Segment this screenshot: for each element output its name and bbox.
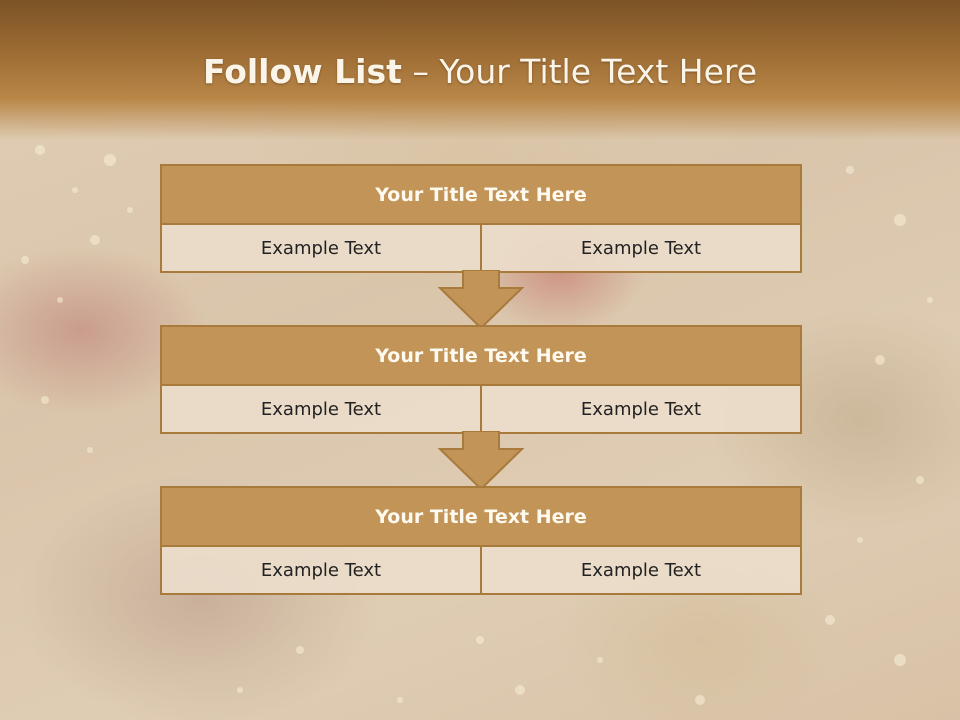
step-cell-left: Example Text (162, 386, 480, 432)
down-arrow-icon (438, 270, 524, 330)
header-band (0, 0, 960, 140)
slide-title: Follow List – Your Title Text Here (0, 52, 960, 91)
down-arrow-icon (438, 431, 524, 491)
step-cell-right: Example Text (480, 386, 800, 432)
step-cell-left: Example Text (162, 547, 480, 593)
title-rest: – Your Title Text Here (401, 52, 758, 91)
step-cell-right: Example Text (480, 225, 800, 271)
step-title: Your Title Text Here (162, 488, 800, 547)
step-cell-right: Example Text (480, 547, 800, 593)
step-cell-left: Example Text (162, 225, 480, 271)
step-box-2: Your Title Text Here Example Text Exampl… (160, 325, 802, 434)
step-box-3: Your Title Text Here Example Text Exampl… (160, 486, 802, 595)
step-title: Your Title Text Here (162, 166, 800, 225)
step-box-1: Your Title Text Here Example Text Exampl… (160, 164, 802, 273)
step-title: Your Title Text Here (162, 327, 800, 386)
title-bold: Follow List (202, 52, 402, 91)
